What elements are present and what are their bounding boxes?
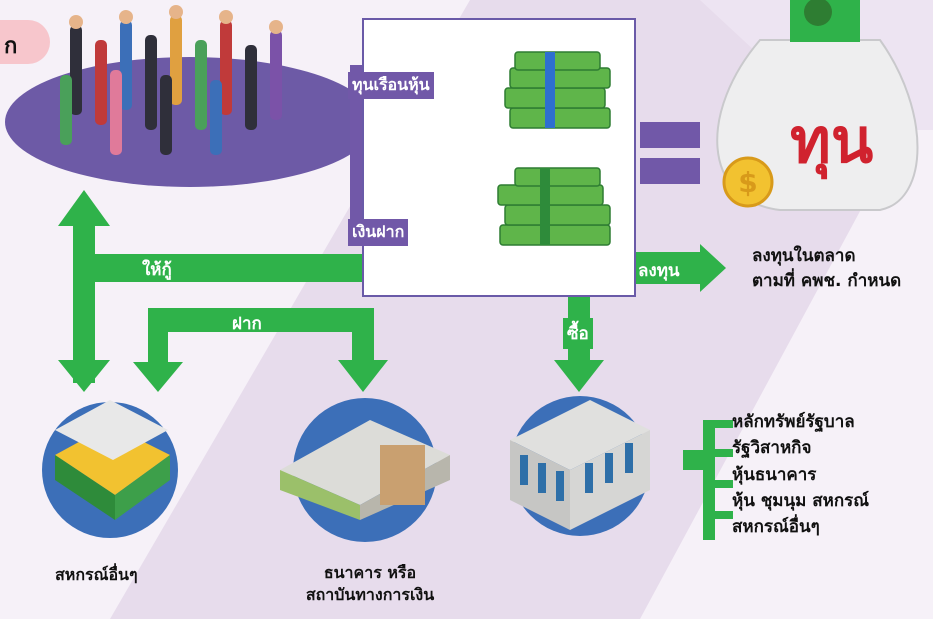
invest-target-line2: ตามที่ คพช. กำหนด	[752, 270, 902, 291]
bank-caption-line2: สถาบันทางการเงิน	[305, 584, 435, 604]
other-coops-caption: สหกรณ์อื่นๆ	[55, 565, 138, 584]
securities-item: หุ้นธนาคาร	[732, 464, 817, 485]
capital-label: ทุน	[790, 104, 874, 177]
svg-text:$: $	[738, 166, 757, 199]
money-bag-icon: $	[716, 0, 919, 211]
securities-item: หลักทรัพย์รัฐบาล	[732, 412, 855, 432]
invest-target: ลงทุนในตลาด ตามที่ คพช. กำหนด	[752, 244, 901, 293]
crowd-icon	[60, 5, 283, 155]
money-stack-icon	[497, 167, 611, 246]
government-building-icon	[510, 396, 650, 536]
deposit-label: ฝาก	[232, 314, 262, 334]
invest-label: ลงทุน	[638, 261, 680, 281]
money-stack-icon	[504, 51, 611, 129]
securities-item: หุ้น ชุมนุม สหกรณ์	[732, 491, 870, 512]
securities-item: สหกรณ์อื่นๆ	[732, 517, 820, 538]
green-flow-arrows	[58, 190, 733, 540]
securities-item: รัฐวิสาหกิจ	[732, 438, 812, 459]
shares-label: ทุนเรือนหุ้น	[348, 72, 434, 99]
securities-list: หลักทรัพย์รัฐบาล รัฐวิสาหกิจ หุ้นธนาคาร …	[732, 409, 869, 541]
bank-caption-line1: ธนาคาร หรือ	[323, 563, 417, 582]
buy-label: ซื้อ	[563, 318, 593, 349]
coop-tag-label: ก	[4, 34, 18, 59]
coop-tag: ก	[0, 20, 50, 64]
bank-building-icon	[280, 398, 450, 542]
deposits-label: เงินฝาก	[348, 219, 409, 246]
equals-sign	[640, 122, 700, 184]
bank-caption: ธนาคาร หรือ สถาบันทางการเงิน	[270, 562, 470, 605]
invest-target-line1: ลงทุนในตลาด	[752, 246, 856, 266]
lend-label: ให้กู้	[142, 260, 172, 280]
coop-building-icon	[42, 400, 178, 538]
